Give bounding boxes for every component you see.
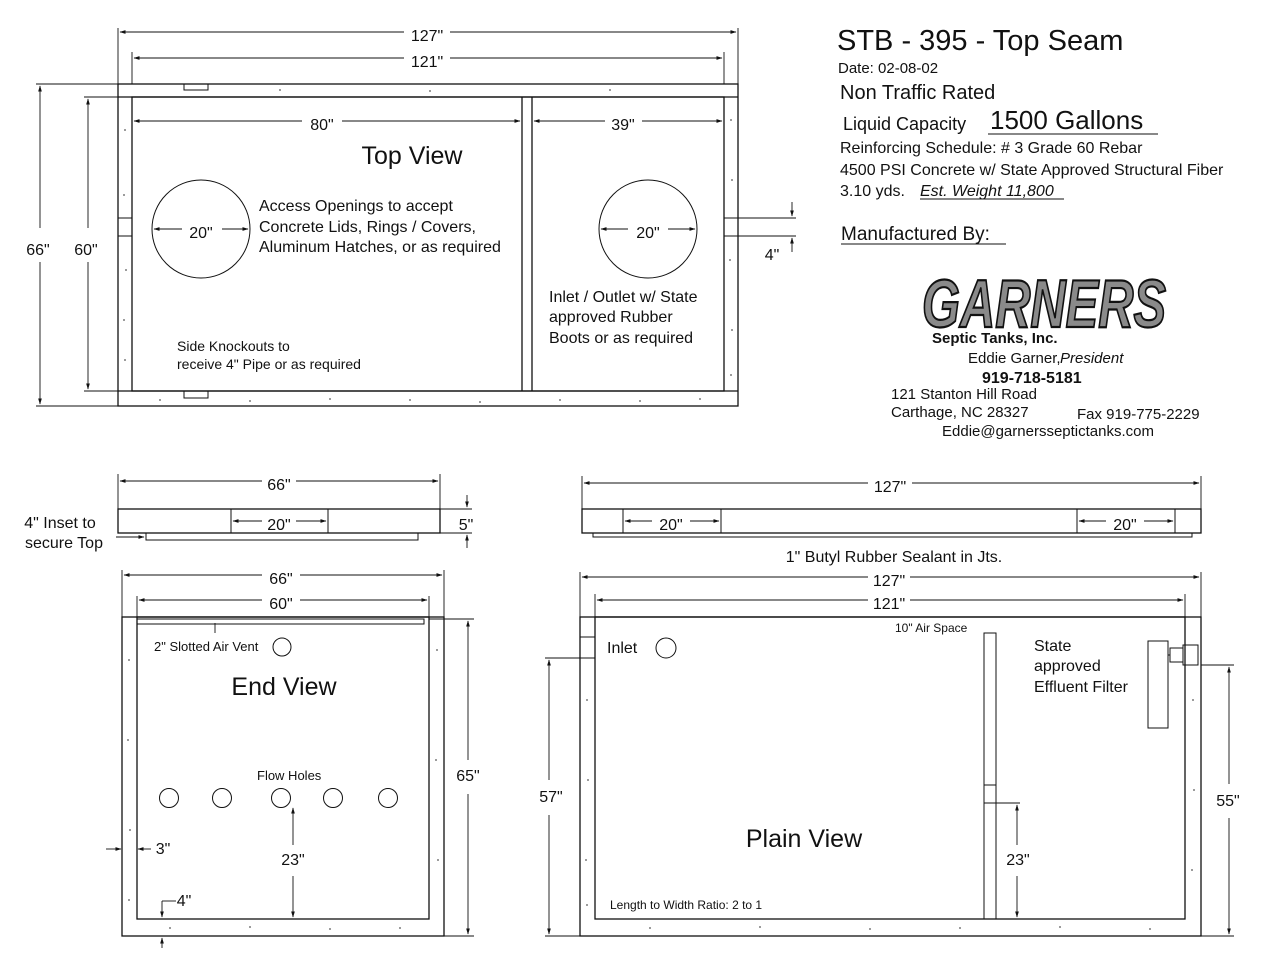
end-view-outer-wall [121,616,445,937]
top-view-dim-left: 80" [310,117,333,134]
plain-view-note-filter-2: approved [1034,658,1101,675]
logo-phone: 919-718-5181 [982,370,1082,387]
logo-role: President [1060,350,1124,367]
plain-view-dim-baffle: 23" [1006,852,1029,869]
end-view-note-vent: 2" Slotted Air Vent [154,639,259,654]
top-view-dim-right: 39" [611,117,634,134]
plain-view-inlet-pipe [579,636,596,659]
traffic-rating: Non Traffic Rated [840,82,995,104]
end-view-air-vent [136,618,425,625]
logo-fax: Fax 919-775-2229 [1077,406,1200,423]
top-view-opening-right-dim: 20" [636,225,659,242]
plain-view-dim-outlet-height: 55" [1216,793,1239,810]
top-view-dim-height-inner: 60" [74,242,97,259]
top-view-note-inlet-3: Boots or as required [549,330,693,347]
end-view-inner-wall [136,616,430,920]
plain-view-baffle [983,632,997,920]
end-view: 66" 60" 65" 23" 3" 4" 2" Slotted Air Ven… [106,570,480,948]
logo-address-2: Carthage, NC 28327 [891,404,1029,421]
lid-side-dim-length: 127" [874,479,906,496]
end-view-label: End View [231,673,337,701]
lid-side-view: 127" 20" 20" 1" Butyl Rubber Sealant in … [581,476,1202,566]
top-view-outer-wall [117,83,739,407]
top-view-note-inlet-1: Inlet / Outlet w/ State [549,289,698,306]
top-view-note-knockouts-2: receive 4" Pipe or as required [177,356,361,372]
lid-end-dim-opening: 20" [267,517,290,534]
top-view-note-knockouts-1: Side Knockouts to [177,338,290,354]
plain-view-inner-wall [594,616,1186,920]
lid-side-note-sealant: 1" Butyl Rubber Sealant in Jts. [786,549,1002,566]
rebar-schedule: Reinforcing Schedule: # 3 Grade 60 Rebar [840,140,1143,157]
company-logo: GARNERS Septic Tanks, Inc. Eddie Garner,… [891,265,1200,440]
drawing-title: STB - 395 - Top Seam [837,25,1123,57]
end-view-dim-floor: 4" [177,893,192,910]
plain-view-dim-inner: 121" [873,596,905,613]
access-opening-right [598,179,698,279]
top-view-note-access-2: Concrete Lids, Rings / Covers, [259,219,476,236]
plain-view-label: Plain View [746,825,863,853]
logo-email: Eddie@garnersseptictanks.com [942,423,1154,440]
manufactured-by: Manufactured By: [841,224,990,245]
top-view-note-inlet-2: approved Rubber [549,309,673,326]
lid-end-note-inset-2: secure Top [25,535,103,552]
lid-end-note-inset-1: 4" Inset to [24,515,96,532]
logo-address-1: 121 Stanton Hill Road [891,386,1037,403]
top-view-dim-pipe: 4" [765,247,780,264]
effluent-filter [1147,640,1169,729]
lid-end-dim-width: 66" [267,477,290,494]
top-view-label: Top View [362,142,464,170]
lid-side-dim-opening-right: 20" [1113,517,1136,534]
end-view-dim-outer: 66" [269,571,292,588]
end-view-dim-wall: 3" [156,841,171,858]
top-view-note-access-3: Aluminum Hatches, or as required [259,239,501,256]
drawing-date: Date: 02-08-02 [838,60,938,77]
logo-person: Eddie Garner, [968,350,1061,367]
plain-view-note-inlet: Inlet [607,640,638,657]
end-view-dim-inner: 60" [269,596,292,613]
plain-view: 127" 121" 57" 55" 23" 10" Air Space Inle… [539,572,1240,937]
top-view-dim-height-outer: 66" [26,242,49,259]
top-view-note-access-1: Access Openings to accept [259,198,453,215]
plain-view-note-ratio: Length to Width Ratio: 2 to 1 [610,898,762,912]
capacity-value: 1500 Gallons [990,105,1143,135]
logo-subtitle: Septic Tanks, Inc. [932,330,1058,347]
top-view-dim-outer: 127" [411,28,443,45]
end-view-dim-flow: 23" [281,852,304,869]
lid-end-view: 66" 20" 5" 4" Inset to secure Top [24,474,473,552]
end-view-note-flow: Flow Holes [257,768,322,783]
plain-view-dim-outer: 127" [873,573,905,590]
plain-view-dim-inlet-height: 57" [539,789,562,806]
plain-view-note-filter-3: Effluent Filter [1034,679,1129,696]
top-view: 127" 121" 80" 39" 66" 60" 20" 20" 4" Top… [26,28,796,407]
lid-end-dim-thickness: 5" [459,517,474,534]
title-block: STB - 395 - Top Seam Date: 02-08-02 Non … [837,25,1224,245]
access-opening-left [151,179,251,279]
estimated-weight: Est. Weight 11,800 [920,183,1054,200]
plain-view-note-filter-1: State [1034,638,1071,655]
plain-view-outer-wall [579,616,1202,937]
top-view-opening-left-dim: 20" [189,225,212,242]
plain-view-note-air: 10" Air Space [895,621,968,635]
concrete-spec: 4500 PSI Concrete w/ State Approved Stru… [840,162,1224,179]
lid-side-dim-opening-left: 20" [659,517,682,534]
logo-brand: GARNERS [922,266,1166,342]
capacity-label: Liquid Capacity [843,114,966,134]
end-view-dim-height: 65" [456,768,479,785]
concrete-yards: 3.10 yds. [840,183,905,200]
top-view-dim-inner: 121" [411,54,443,71]
